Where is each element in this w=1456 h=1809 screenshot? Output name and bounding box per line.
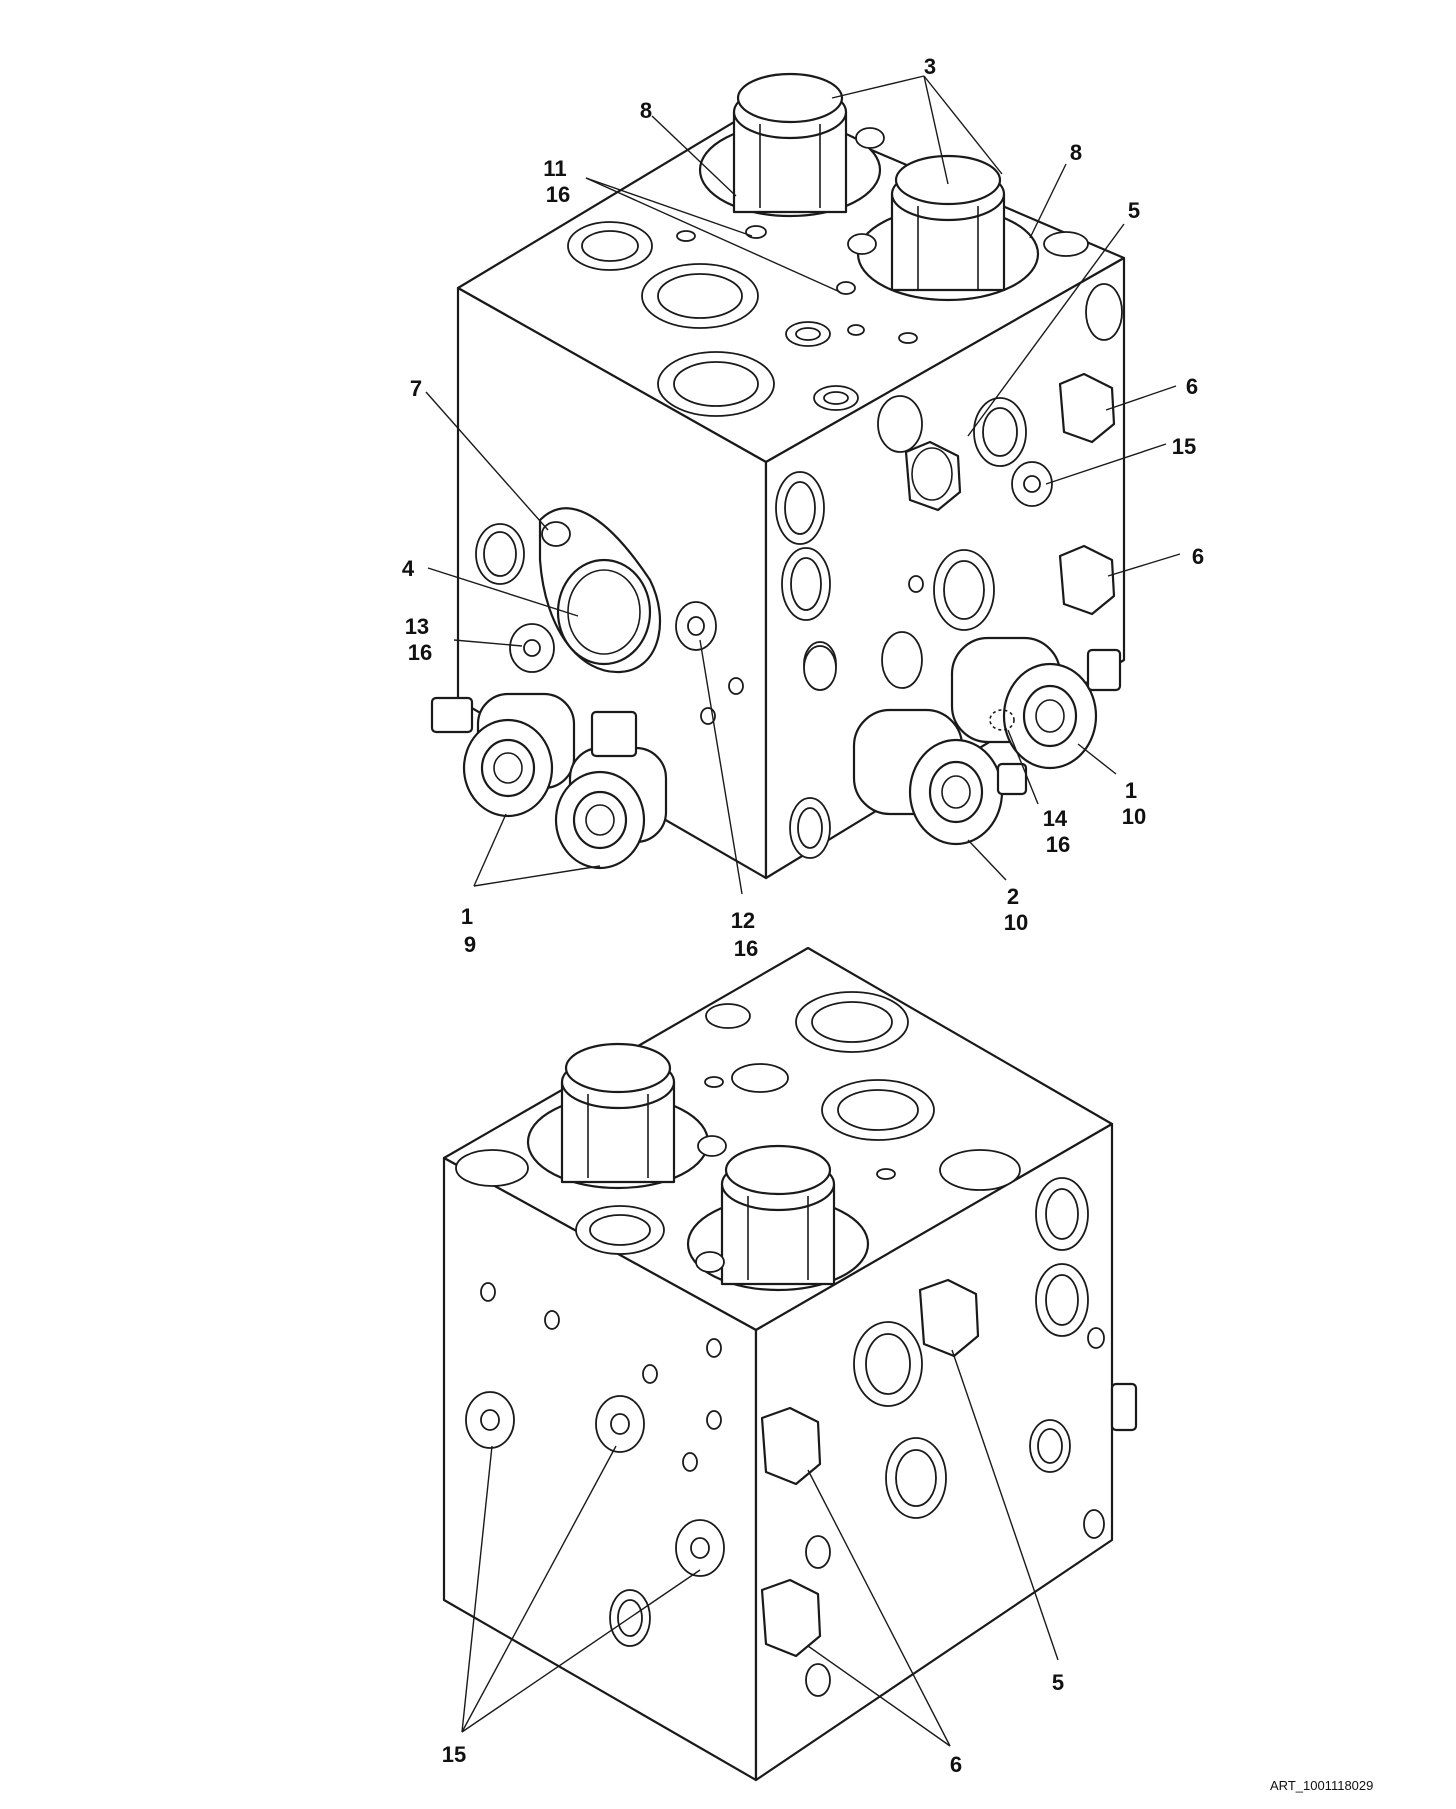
callout-5: 5 [1128, 198, 1140, 223]
callout-15: 15 [1172, 434, 1196, 459]
upper-hex-plug-5 [904, 440, 962, 512]
leader-lines [425, 75, 1181, 1747]
callout-5-lower: 5 [1052, 1670, 1064, 1695]
upper-right-face-features [775, 283, 1123, 859]
callout-11-16: 11 16 [543, 156, 572, 207]
upper-solenoid-left-a [430, 692, 576, 818]
callout-6-lower: 6 [950, 1752, 962, 1777]
callout-2-10: 2 10 [1004, 884, 1028, 935]
art-id-label: ART_1001118029 [1270, 1778, 1373, 1793]
callout-6-upper: 6 [1186, 374, 1198, 399]
lower-left-face-holes [465, 1282, 725, 1647]
upper-solenoid-left-b [554, 710, 668, 870]
lower-right-face-features [805, 1177, 1138, 1697]
upper-solenoid-right-b [852, 708, 1028, 846]
upper-hex-plug-6b [1058, 544, 1116, 616]
callout-13-16: 13 16 [405, 614, 436, 665]
lower-cap-right [686, 1144, 870, 1292]
callout-7: 7 [410, 376, 422, 401]
upper-top-ports [567, 221, 1089, 417]
lower-hex-plug-6b [760, 1578, 822, 1658]
upper-hex-plug-6a [1058, 372, 1116, 444]
upper-solenoid-right-a [950, 636, 1122, 770]
callout-8-right: 8 [1070, 140, 1082, 165]
upper-cap-left [698, 72, 885, 218]
upper-valve-block [430, 72, 1126, 880]
lower-hex-plug-5 [918, 1278, 980, 1358]
lower-valve-block [442, 946, 1138, 1782]
upper-left-face-features [475, 507, 744, 725]
callout-12-16: 12 16 [731, 908, 762, 961]
callout-8-left: 8 [640, 98, 652, 123]
lower-top-ports [455, 991, 1021, 1255]
lower-hex-plug-6a [760, 1406, 822, 1486]
callout-3: 3 [924, 54, 936, 79]
lower-cap-left [526, 1042, 727, 1190]
upper-cap-right [745, 154, 1040, 302]
callout-6-middle: 6 [1192, 544, 1204, 569]
callout-4: 4 [402, 556, 415, 581]
callout-1-9: 1 9 [461, 904, 479, 957]
callout-labels: 3 8 8 11 16 5 6 15 7 6 4 13 16 1 10 14 1… [402, 54, 1204, 1777]
callout-15-lower: 15 [442, 1742, 466, 1767]
callout-1-10: 1 10 [1122, 778, 1146, 829]
callout-14-16: 14 16 [1043, 806, 1074, 857]
